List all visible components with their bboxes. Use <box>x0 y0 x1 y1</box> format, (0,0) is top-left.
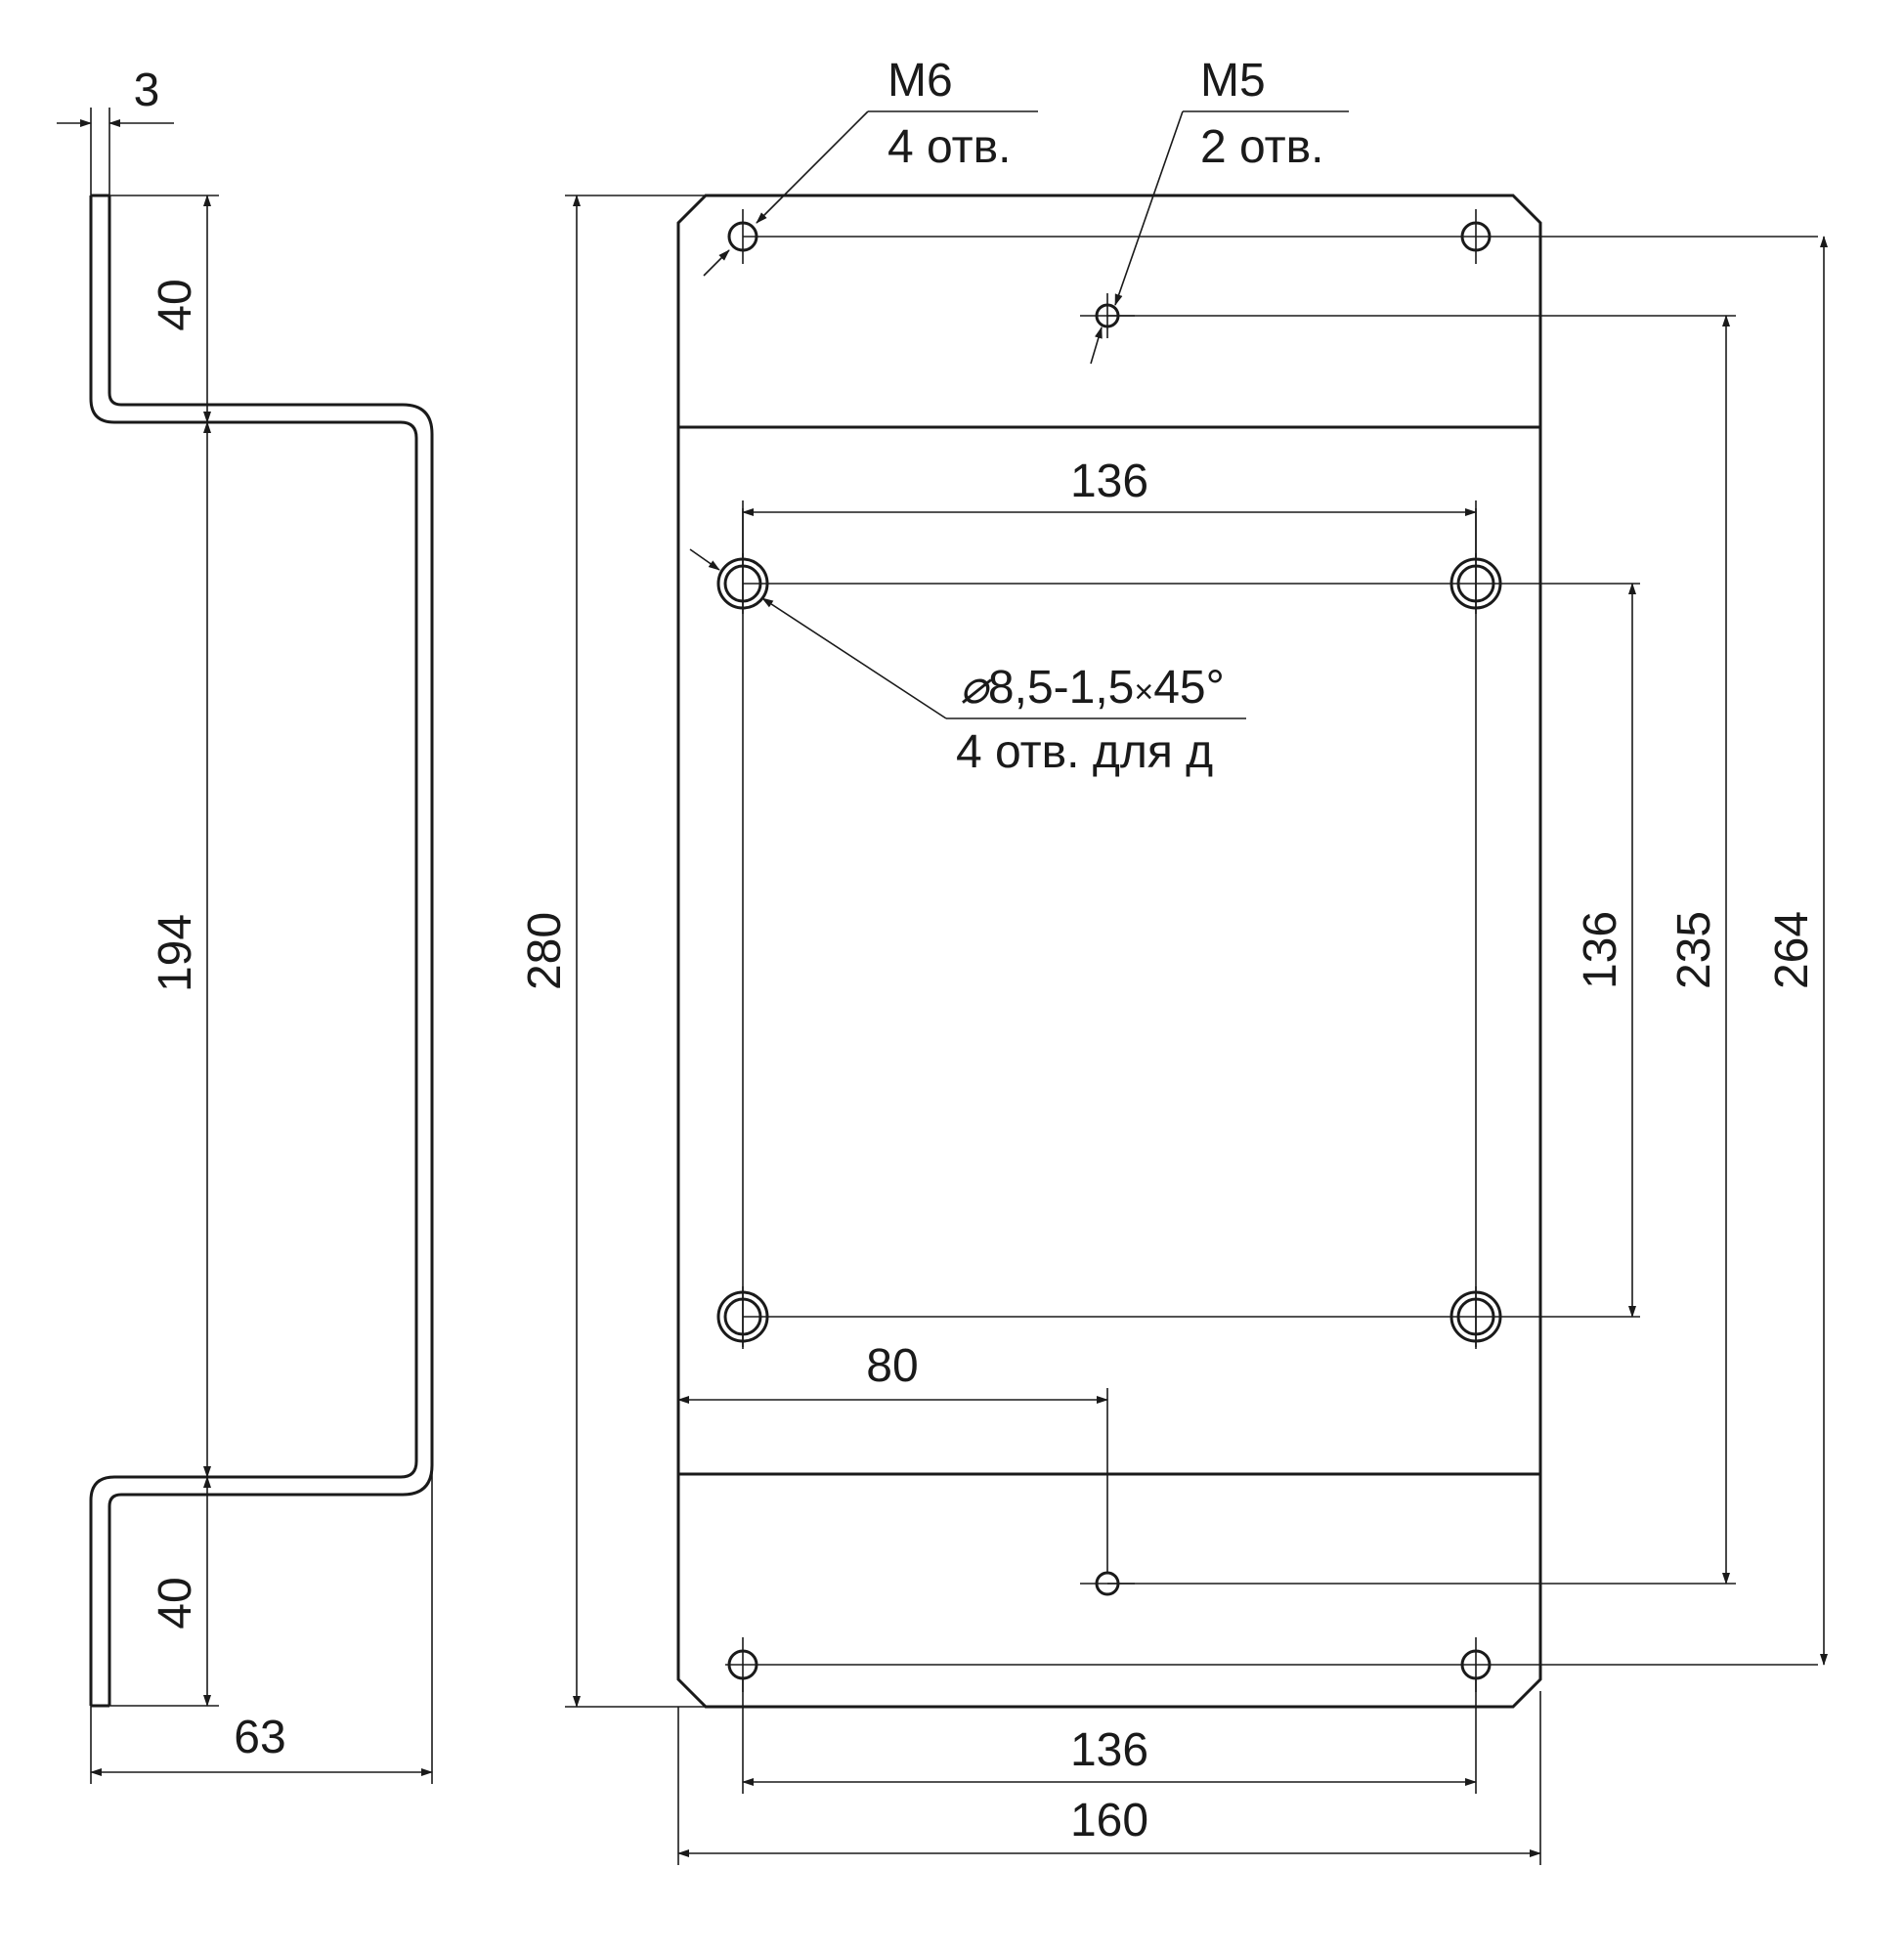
m6-spacing-label: 264 <box>1766 911 1818 989</box>
depth-dimension-label: 63 <box>234 1712 285 1763</box>
large-hole <box>716 1286 769 1347</box>
bottom-hole-spacing-label: 136 <box>1070 1724 1148 1776</box>
vertical-hole-spacing-label: 136 <box>1575 911 1626 989</box>
diameter-symbol: ⌀ <box>960 662 992 714</box>
profile-outline-outer <box>89 196 418 1706</box>
large-hole-dimensions: 8,5-1,5 <box>988 662 1134 714</box>
m5-callout: M5 2 отв. <box>1090 55 1349 365</box>
m6-thread-label: M6 <box>887 55 953 107</box>
large-hole <box>1450 1286 1502 1347</box>
m5-count-label: 2 отв. <box>1200 121 1324 173</box>
large-hole-count-label: 4 отв. для д <box>956 726 1213 778</box>
offset-dimension-label: 80 <box>866 1340 918 1392</box>
times-symbol: × <box>1134 673 1153 711</box>
top-hole-spacing-label: 136 <box>1070 456 1148 507</box>
large-hole <box>716 553 769 614</box>
profile-view: 3 40 194 40 63 <box>57 65 434 1784</box>
chamfer-angle: 45° <box>1153 662 1225 714</box>
web-dimension-label: 194 <box>150 914 201 992</box>
flange-bottom-dimension-label: 40 <box>150 1577 201 1629</box>
thickness-dimension-label: 3 <box>134 65 160 116</box>
profile-outline-inner <box>108 196 434 1706</box>
large-hole-spec-label: ⌀8,5-1,5×45° <box>960 662 1225 714</box>
overall-height-dimension-label: 280 <box>519 912 571 990</box>
m5-thread-label: M5 <box>1200 55 1266 107</box>
overall-width-dimension-label: 160 <box>1070 1795 1148 1846</box>
m6-count-label: 4 отв. <box>887 121 1012 173</box>
m5-spacing-label: 235 <box>1668 911 1720 989</box>
plate-outline <box>676 194 1542 1709</box>
flange-top-dimension-label: 40 <box>150 279 201 330</box>
large-hole <box>1450 553 1502 614</box>
m6-callout: M6 4 отв. <box>703 55 1038 277</box>
plate-view: 280 136 136 235 264 80 136 160 <box>519 55 1828 1865</box>
large-hole-callout: ⌀8,5-1,5×45° 4 отв. для д <box>689 548 1246 778</box>
